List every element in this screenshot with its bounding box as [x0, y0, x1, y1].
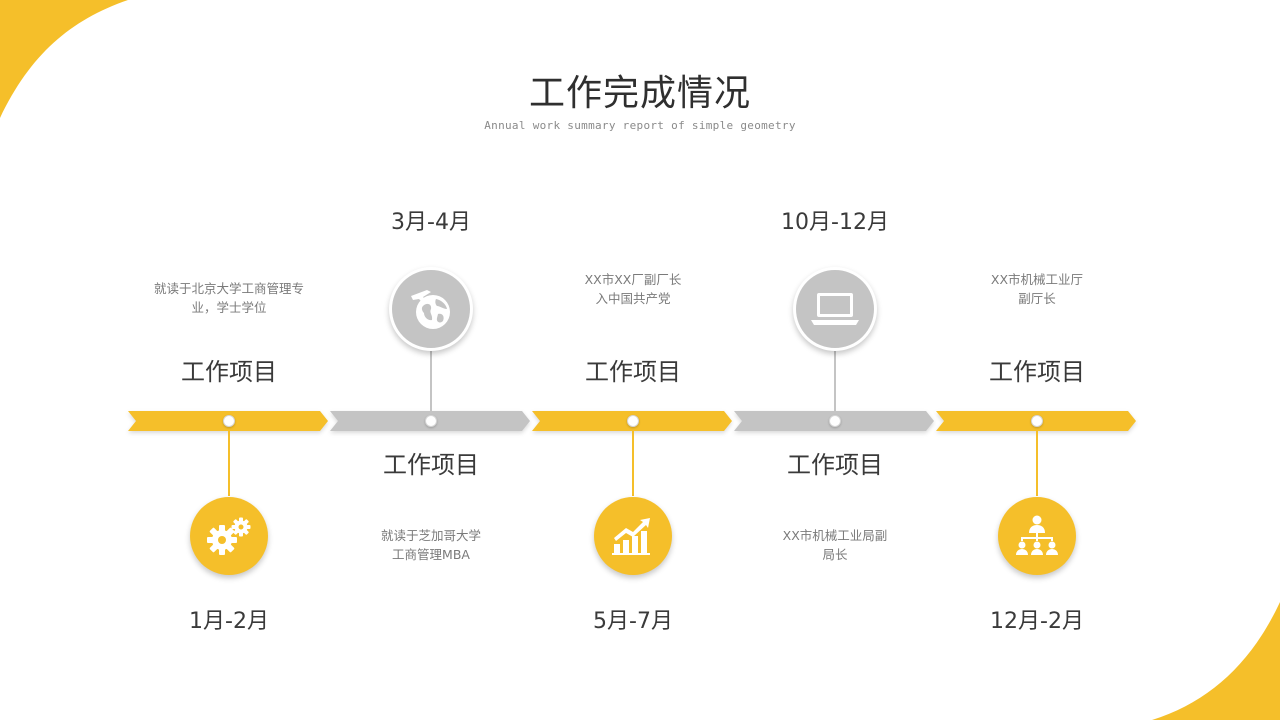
milestone-description: 就读于北京大学工商管理专业，学士学位: [153, 281, 304, 315]
milestone-date: 10月-12月: [781, 210, 889, 235]
timeline-connector: [632, 421, 634, 496]
growth-chart-icon: [610, 516, 656, 556]
milestone-label: 工作项目: [787, 451, 883, 479]
bottom-right-corner-shape: [1152, 602, 1280, 720]
milestone-circle: [389, 267, 473, 351]
milestone-date: 5月-7月: [593, 609, 673, 634]
milestone-label: 工作项目: [989, 358, 1085, 386]
milestone-label: 工作项目: [181, 358, 277, 386]
milestone-label: 工作项目: [383, 451, 479, 479]
timeline-connector: [1036, 421, 1038, 496]
timeline-node-dot: [627, 415, 639, 427]
milestone-date: 1月-2月: [189, 609, 269, 634]
milestone-date: 12月-2月: [990, 609, 1084, 634]
globe-plane-icon: [405, 284, 457, 334]
milestone-circle: [998, 497, 1076, 575]
milestone-circle: [190, 497, 268, 575]
top-left-corner-shape: [0, 0, 128, 118]
timeline-node-dot: [829, 415, 841, 427]
timeline-node-dot: [1031, 415, 1043, 427]
timeline-connector: [430, 349, 432, 421]
milestone-circle: [594, 497, 672, 575]
timeline-connector: [834, 349, 836, 421]
page-subtitle: Annual work summary report of simple geo…: [484, 119, 796, 132]
milestone-description: XX市XX厂副厂长入中国共产党: [584, 272, 682, 306]
milestone-label: 工作项目: [585, 358, 681, 386]
org-chart-icon: [1012, 513, 1062, 559]
milestone-date: 3月-4月: [391, 210, 471, 235]
milestone-description: XX市机械工业局副局长: [782, 528, 888, 562]
timeline-node-dot: [425, 415, 437, 427]
timeline-node-dot: [223, 415, 235, 427]
milestone-description: XX市机械工业厅副厅长: [990, 272, 1084, 306]
timeline-connector: [228, 421, 230, 496]
laptop-icon: [807, 289, 863, 329]
page-title: 工作完成情况: [528, 73, 751, 114]
milestone-circle: [793, 267, 877, 351]
gears-icon: [204, 516, 254, 556]
milestone-description: 就读于芝加哥大学工商管理MBA: [380, 528, 481, 562]
